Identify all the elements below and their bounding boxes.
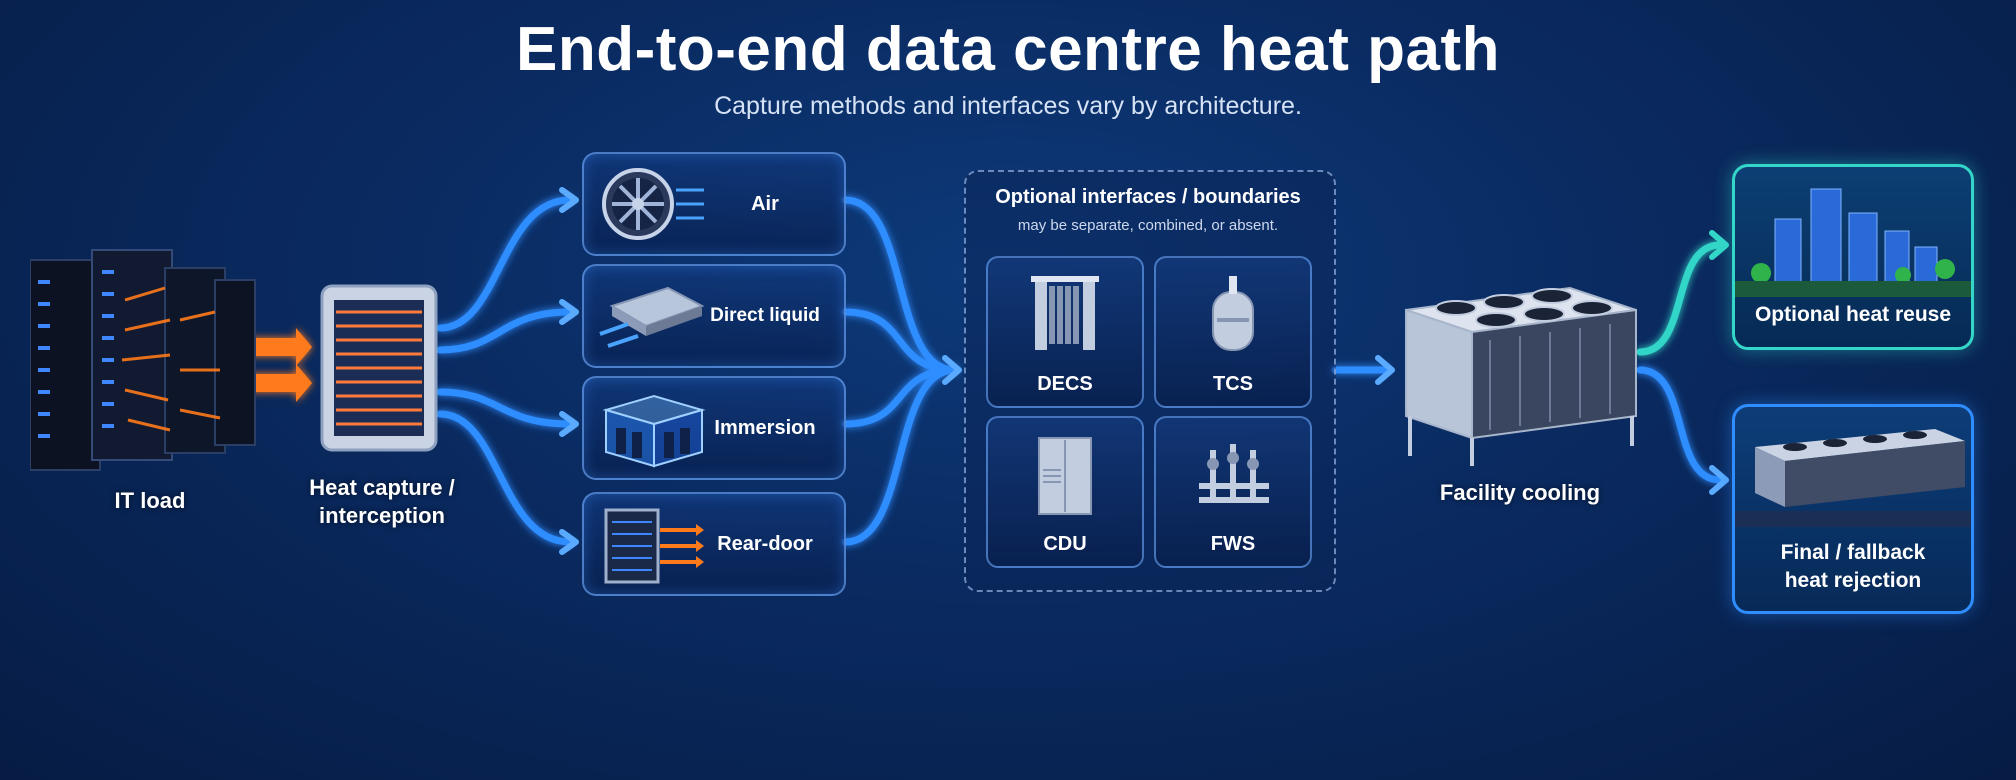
- interface-card-decs: DECS: [986, 256, 1144, 408]
- it-load-label: IT load: [114, 488, 186, 513]
- facility-cooling-label: Facility cooling: [1439, 480, 1601, 505]
- immersion-tank-icon: [602, 394, 706, 468]
- page-subtitle: Capture methods and interfaces vary by a…: [714, 92, 1302, 120]
- heat-reuse-card: Optional heat reuse: [1732, 164, 1974, 350]
- interface-label-fws: FWS: [1210, 533, 1256, 555]
- cold-plate-icon: [599, 286, 705, 348]
- method-card-direct-liquid: Direct liquid: [582, 264, 846, 368]
- flow-rear-to-interfaces: [841, 366, 959, 546]
- flow-to-air: [436, 196, 574, 332]
- heat-rejection-label: Final / fallback heat rejection: [1735, 539, 1971, 595]
- arrowhead-interfaces: [942, 355, 962, 385]
- arrowhead-reuse: [1709, 230, 1729, 260]
- flow-to-direct-liquid: [436, 308, 574, 354]
- heat-capture-label: Heat capture / interception: [282, 474, 482, 530]
- dry-cooler-icon: [1405, 286, 1637, 466]
- method-label-rear-door: Rear-door: [717, 533, 813, 555]
- method-label-immersion: Immersion: [714, 417, 816, 439]
- flow-direct-to-interfaces: [841, 308, 959, 374]
- vessel-tank-icon: [1212, 276, 1254, 351]
- page-title: End-to-end data centre heat path: [516, 15, 1500, 84]
- interfaces-title: Optional interfaces / boundaries: [995, 186, 1301, 208]
- rear-door-icon: [604, 508, 704, 584]
- fan-icon: [602, 168, 704, 240]
- plate-heat-exchanger-icon: [1031, 276, 1099, 350]
- flow-facility-to-rejection: [1636, 366, 1724, 484]
- arrowhead-direct: [559, 299, 579, 325]
- heat-capture-label-line1: Heat capture /: [309, 475, 455, 500]
- interface-card-tcs: TCS: [1154, 256, 1312, 408]
- flow-air-to-interfaces: [841, 196, 959, 374]
- arrowhead-facility: [1375, 355, 1395, 385]
- method-card-rear-door: Rear-door: [582, 492, 846, 596]
- pipe-manifold-icon: [1199, 444, 1269, 503]
- arrowhead-rejection: [1709, 465, 1729, 495]
- heat-rejection-label-line2: heat rejection: [1784, 569, 1922, 592]
- interfaces-note: may be separate, combined, or absent.: [1017, 217, 1279, 234]
- interface-label-cdu: CDU: [1043, 533, 1087, 555]
- server-rack-icon: [30, 249, 256, 471]
- heat-capture-label-line2: interception: [319, 503, 445, 528]
- heat-arrow-top: [248, 328, 312, 366]
- heat-arrow-bottom: [248, 364, 312, 402]
- cdu-cabinet-icon: [1038, 437, 1092, 515]
- city-buildings-icon: [1735, 188, 1971, 297]
- method-card-air: Air: [582, 152, 846, 256]
- method-label-direct-liquid: Direct liquid: [710, 305, 820, 326]
- interface-card-cdu: CDU: [986, 416, 1144, 568]
- heat-exchanger-icon: [320, 284, 438, 452]
- flow-facility-to-reuse: [1636, 241, 1724, 356]
- method-card-immersion: Immersion: [582, 376, 846, 480]
- cooler-row-icon: [1735, 429, 1971, 527]
- interface-label-tcs: TCS: [1213, 373, 1253, 395]
- flow-to-immersion: [436, 388, 574, 428]
- arrowhead-air: [559, 187, 579, 213]
- arrowhead-immersion: [559, 411, 579, 437]
- heat-reuse-label: Optional heat reuse: [1754, 303, 1952, 326]
- method-label-air: Air: [751, 193, 779, 215]
- arrowhead-rear: [559, 529, 579, 555]
- heat-rejection-card: Final / fallback heat rejection: [1732, 404, 1974, 614]
- flow-to-rear-door: [436, 410, 574, 546]
- interface-label-decs: DECS: [1037, 373, 1093, 395]
- heat-rejection-label-line1: Final / fallback: [1780, 541, 1926, 564]
- flow-immersion-to-interfaces: [841, 366, 959, 428]
- interface-card-fws: FWS: [1154, 416, 1312, 568]
